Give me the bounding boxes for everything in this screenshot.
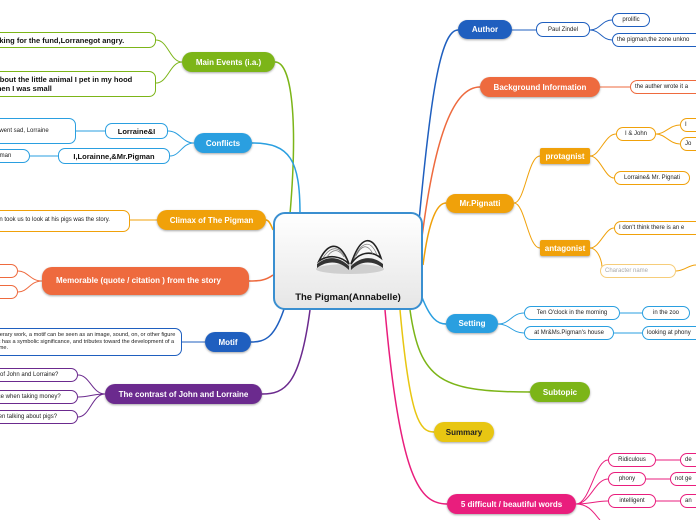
- topic-difficult-words[interactable]: 5 difficult / beautiful words: [447, 494, 576, 514]
- climax-detail[interactable]: man took us to look at his pigs was the …: [0, 210, 130, 232]
- word-1[interactable]: Ridiculous: [608, 453, 656, 467]
- background-detail[interactable]: the auther wrote it a: [630, 80, 696, 94]
- author-fact-1[interactable]: prolific: [612, 13, 650, 27]
- connector-contrast: [261, 309, 311, 395]
- connector-pignatti: [422, 202, 447, 266]
- setting-detail-1[interactable]: in the zoo: [642, 306, 690, 320]
- protagonist-item-1[interactable]: I & John: [616, 127, 656, 141]
- topic-motif[interactable]: Motif: [205, 332, 251, 352]
- connector-main-events: [274, 61, 295, 215]
- central-title: The Pigman(Annabelle): [295, 292, 401, 303]
- memorable-item-2[interactable]: on: [0, 285, 18, 299]
- word-3[interactable]: intelligent: [608, 494, 656, 508]
- connector-author: [417, 29, 459, 233]
- contrast-item-3[interactable]: when talking about pigs?: [0, 410, 78, 424]
- connector-memorable: [248, 274, 274, 282]
- protagonist-sub-2[interactable]: Jo: [680, 137, 696, 151]
- word-meaning-2[interactable]: not ge: [670, 472, 696, 486]
- conflict-detail-1[interactable]: an went sad, Lorraine: [0, 118, 76, 144]
- setting-item-2[interactable]: at Mr&Ms.Pigman's house: [524, 326, 614, 340]
- topic-summary[interactable]: Summary: [434, 422, 494, 442]
- protagonist-sub-1[interactable]: I: [680, 118, 696, 132]
- connector-background: [420, 86, 481, 246]
- topic-protagonist[interactable]: protagnist: [540, 148, 590, 164]
- connector-setting: [419, 291, 447, 325]
- topic-mr-pignatti[interactable]: Mr.Pignatti: [446, 194, 514, 213]
- connector-motif: [250, 305, 286, 343]
- setting-detail-2[interactable]: looking at phony: [642, 326, 696, 340]
- author-name[interactable]: Paul Zindel: [536, 22, 590, 37]
- topic-antagonist[interactable]: antagonist: [540, 240, 590, 256]
- main-event-2[interactable]: t about the little animal I pet in my ho…: [0, 71, 156, 97]
- protagonist-item-2[interactable]: Lorraine& Mr. Pignati: [614, 171, 690, 185]
- topic-main-events[interactable]: Main Events (i.a.): [182, 52, 275, 72]
- setting-item-1[interactable]: Ten O'clock in the morning: [524, 306, 620, 320]
- memorable-item-1[interactable]: le: [0, 264, 18, 278]
- contrast-item-2[interactable]: ence when taking money?: [0, 390, 78, 404]
- author-fact-2[interactable]: the pigman,the zone unkno: [612, 33, 696, 47]
- topic-setting[interactable]: Setting: [446, 314, 498, 333]
- motif-detail[interactable]: a literary work, a motif can be seen as …: [0, 328, 182, 356]
- open-book-icon: [316, 239, 384, 274]
- connector-words: [384, 309, 448, 505]
- topic-climax[interactable]: Climax of The Pigman: [157, 210, 266, 230]
- topic-background-information[interactable]: Background Information: [480, 77, 600, 97]
- main-event-1[interactable]: asking for the fund,Lorranegot angry.: [0, 32, 156, 48]
- connector-summary: [399, 309, 435, 433]
- word-meaning-1[interactable]: de: [680, 453, 696, 467]
- conflict-2[interactable]: I,Lorainne,&Mr.Pigman: [58, 148, 170, 164]
- word-meaning-3[interactable]: an: [680, 494, 696, 508]
- topic-conflicts[interactable]: Conflicts: [194, 133, 252, 153]
- connector-subtopic: [409, 309, 531, 393]
- contrast-item-1[interactable]: lity of John and Lorraine?: [0, 368, 78, 382]
- central-topic[interactable]: The Pigman(Annabelle): [273, 212, 423, 310]
- antagonist-character-name[interactable]: Character name: [600, 264, 676, 278]
- topic-author[interactable]: Author: [458, 20, 512, 39]
- connector-conflicts: [251, 142, 301, 215]
- conflict-detail-2[interactable]: Pigman: [0, 149, 30, 163]
- word-2[interactable]: phony: [608, 472, 646, 486]
- topic-subtopic[interactable]: Subtopic: [530, 382, 590, 402]
- topic-memorable-quote[interactable]: Memorable (quote / citation ) from the s…: [42, 267, 249, 295]
- conflict-1[interactable]: Lorraine&I: [105, 123, 168, 139]
- antagonist-item-1[interactable]: I don't think there is an e: [614, 221, 696, 235]
- connector-climax: [265, 219, 274, 231]
- topic-contrast-john-lorraine[interactable]: The contrast of John and Lorraine: [105, 384, 262, 404]
